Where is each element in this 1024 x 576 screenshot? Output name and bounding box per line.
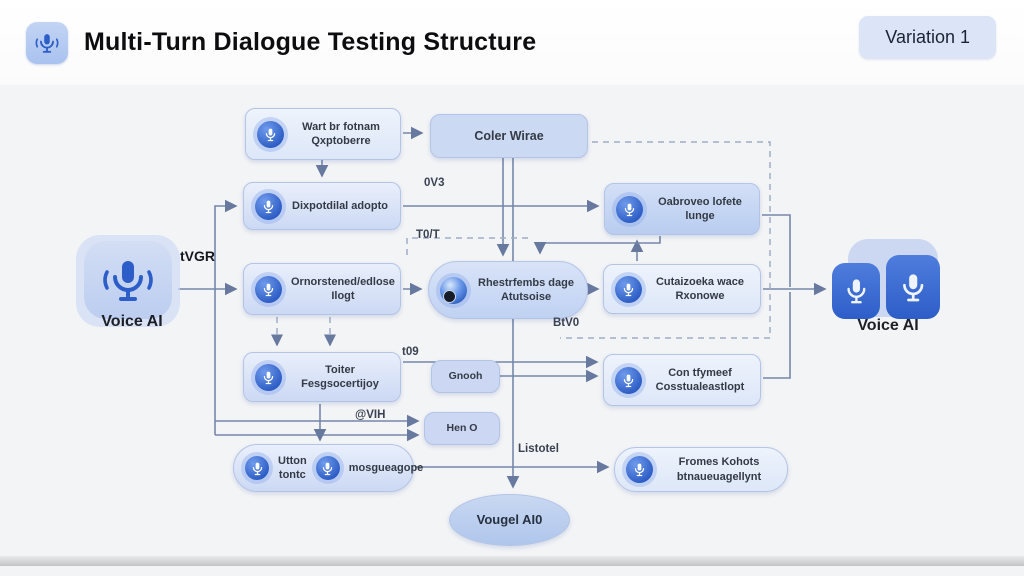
node-fromes: Fromes Kohots btnaueuagellynt xyxy=(614,447,788,492)
node-vougel: Vougel AI0 xyxy=(449,494,570,546)
edge-label-vih: @VIH xyxy=(355,409,386,421)
node-label-line1: Oabroveo lofete xyxy=(658,195,742,208)
node-label-line3: mosgueagope xyxy=(348,461,424,474)
edge-label-ov3: 0V3 xyxy=(424,177,445,189)
microphone-icon xyxy=(626,456,653,483)
node-label-line2: Ilogt xyxy=(331,290,355,302)
edge-label-tot: T0/T xyxy=(416,229,440,241)
microphone-icon xyxy=(255,192,282,220)
edge-label-listotel: Listotel xyxy=(518,443,559,455)
microphone-waves-icon xyxy=(100,252,156,308)
voice-ai-right xyxy=(820,239,950,325)
node-label-line1: Con tfymeef xyxy=(668,366,732,379)
node-label: Utton tontc xyxy=(278,454,307,483)
node-label: Rhestrfembs dage Atutsoise xyxy=(476,276,576,305)
microphone-waves-icon xyxy=(34,30,60,56)
node-rhest: Rhestrfembs dage Atutsoise xyxy=(428,261,588,319)
microphone-icon xyxy=(616,195,643,223)
node-label-line1: Fromes Kohots xyxy=(678,456,760,469)
node-label-line1: Cutaizoeka wace xyxy=(655,275,745,288)
microphone-icon xyxy=(255,275,282,303)
node-label-line1: Utton xyxy=(278,454,307,467)
node-dixpot: Dixpotdilal adopto xyxy=(243,182,401,230)
node-label: Vougel AI0 xyxy=(476,511,543,527)
microphone-icon xyxy=(615,366,642,394)
node-label: Fromes Kohots btnaueuagellynt xyxy=(662,455,776,484)
node-label-line2: tontc xyxy=(278,469,306,481)
edge-label-btv0: BtV0 xyxy=(553,317,580,329)
edge-label-t09: t09 xyxy=(402,346,419,358)
node-label-line1: Wart br fotnam xyxy=(302,120,380,133)
microphone-icon xyxy=(257,120,284,148)
node-label-line1: Toiter xyxy=(325,363,355,376)
bottom-edge-strip xyxy=(0,556,1024,566)
voice-app-icon xyxy=(26,21,68,64)
node-label-line2: Cosstualeastlopt xyxy=(655,381,745,393)
node-label-line2: Qxptoberre xyxy=(311,135,371,147)
node-label: Wart br fotnam Qxptoberre xyxy=(293,120,389,149)
variation-badge[interactable]: Variation 1 xyxy=(859,16,996,59)
page-title: Multi-Turn Dialogue Testing Structure xyxy=(84,28,537,56)
node-label: Cutaizoeka wace Rxonowe xyxy=(651,275,749,304)
node-label: Toiter Fesgsocertijoy xyxy=(291,363,389,392)
node-label-line2: Fesgsocertijoy xyxy=(301,378,379,390)
node-label-line2: lunge xyxy=(685,210,715,222)
node-label-line2: Atutsoise xyxy=(500,291,552,303)
voice-ai-left xyxy=(76,235,180,327)
microphone-icon xyxy=(842,274,871,308)
node-toiter: Toiter Fesgsocertijoy xyxy=(243,352,401,402)
node-label: Coler Wirae xyxy=(474,128,544,143)
voice-ai-right-label: Voice AI xyxy=(857,317,919,334)
microphone-icon xyxy=(245,456,269,480)
microphone-icon xyxy=(615,275,642,303)
node-label-line1: Rhestrfembs dage xyxy=(478,276,574,289)
voice-ai-right-icon-1 xyxy=(832,263,880,319)
voice-ai-left-icon xyxy=(84,241,172,319)
node-label: Hen O xyxy=(446,421,478,434)
voice-ai-right-icon-2 xyxy=(886,255,940,319)
node-gnooh: Gnooh xyxy=(431,360,500,393)
header: Multi-Turn Dialogue Testing Structure Va… xyxy=(0,0,1024,85)
node-label: Dixpotdilal adopto xyxy=(292,199,388,212)
node-label: Con tfymeef Cosstualeastlopt xyxy=(651,366,749,395)
node-label: Oabroveo lofete lunge xyxy=(652,195,748,224)
sphere-icon xyxy=(440,276,467,304)
node-label: Ornorstened/edlose Ilogt xyxy=(291,275,395,304)
node-wart: Wart br fotnam Qxptoberre xyxy=(245,108,401,160)
node-label-line1: Ornorstened/edlose xyxy=(291,275,395,288)
node-coler: Coler Wirae xyxy=(430,114,588,158)
microphone-icon xyxy=(255,363,282,391)
node-contfy: Con tfymeef Cosstualeastlopt xyxy=(603,354,761,406)
diagram-canvas: Voice AI Voice AI Wart br fotnam Qxptobe… xyxy=(0,85,1024,566)
node-label-line2: Rxonowe xyxy=(675,290,725,302)
node-label-line2: btnaueuagellynt xyxy=(676,470,762,483)
microphone-icon xyxy=(315,456,340,480)
node-utton: Utton tontc mosgueagope xyxy=(233,444,423,492)
edge-label-tvgr: tVGR xyxy=(180,248,215,264)
dashed-edges xyxy=(271,141,771,347)
node-cutai: Cutaizoeka wace Rxonowe xyxy=(603,264,761,314)
node-label: Gnooh xyxy=(448,369,483,382)
voice-ai-left-label: Voice AI xyxy=(101,313,163,330)
node-heno: Hen O xyxy=(424,412,500,445)
node-ornor: Ornorstened/edlose Ilogt xyxy=(243,263,401,315)
node-oabroveo: Oabroveo lofete lunge xyxy=(604,183,760,235)
microphone-icon xyxy=(897,268,929,306)
